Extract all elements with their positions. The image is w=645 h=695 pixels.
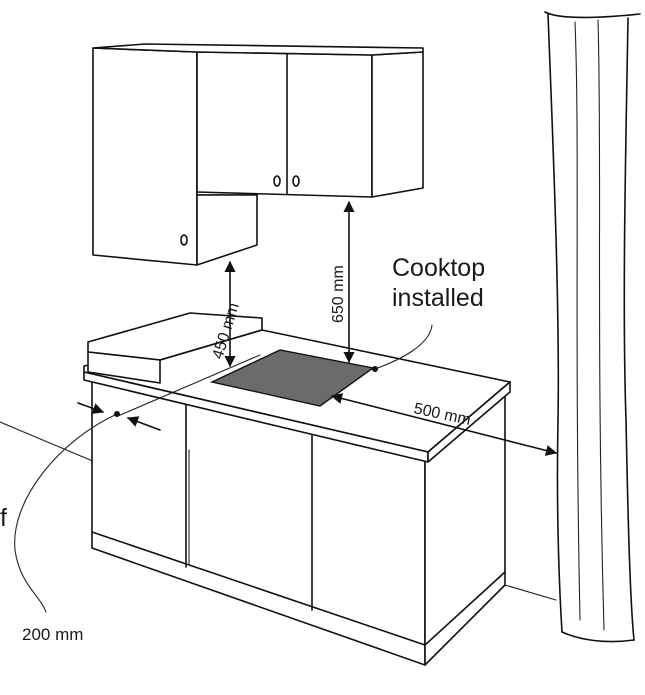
cooktop-leader-dot	[372, 366, 378, 372]
curtain	[544, 11, 641, 643]
cooktop-label-line1: Cooktop	[392, 254, 485, 282]
wall-floor-line-right	[504, 584, 557, 601]
edge-letter: f	[0, 504, 7, 532]
dim-200-arrow-right	[126, 416, 161, 431]
cooktop-label-line2: installed	[392, 284, 484, 312]
cooktop-leader	[374, 324, 433, 370]
wall-floor-line-left	[0, 421, 96, 463]
dim-200-arrow-left	[77, 402, 105, 414]
dim-650-label: 650 mm	[330, 265, 347, 323]
wall-cabinets	[92, 43, 424, 266]
dim-200-label: 200 mm	[22, 625, 83, 644]
dim-200-leader-dot	[114, 411, 120, 417]
edge-leader	[117, 354, 261, 417]
dim-500-arrow	[330, 393, 558, 456]
dim-200-leader	[14, 413, 118, 613]
